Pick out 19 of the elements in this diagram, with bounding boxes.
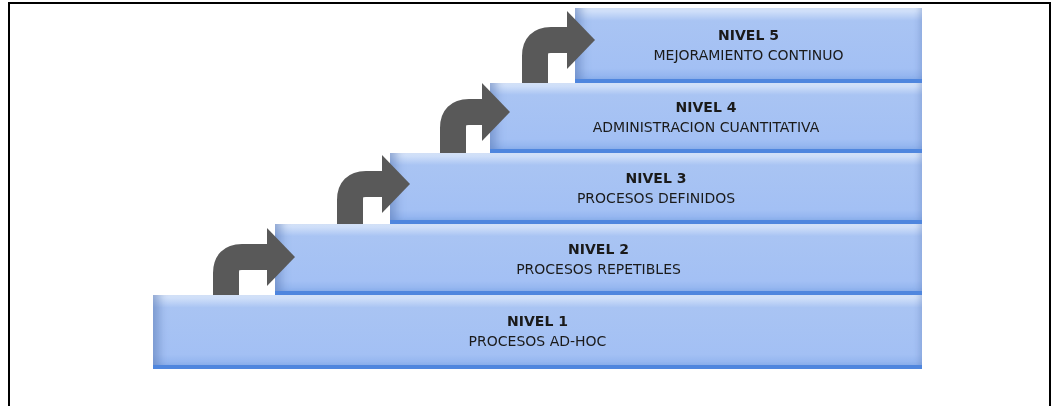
level-description: PROCESOS AD-HOC [468, 332, 607, 351]
bent-arrow [522, 11, 595, 83]
step-box [490, 83, 922, 153]
level-heading: NIVEL 4 [675, 98, 737, 117]
level-description: PROCESOS DEFINIDOS [576, 188, 736, 208]
bent-arrow [337, 155, 410, 224]
level-heading: NIVEL 1 [507, 312, 568, 331]
step-box [153, 295, 922, 369]
step-box [575, 8, 922, 83]
level-description: MEJORAMIENTO CONTINUO [653, 45, 844, 65]
level-description: PROCESOS REPETIBLES [516, 259, 681, 279]
bent-arrow [440, 83, 510, 153]
level-heading: NIVEL 2 [568, 239, 629, 259]
level-heading: NIVEL 5 [718, 25, 779, 45]
step-box [390, 153, 922, 224]
step-box [275, 224, 922, 295]
bent-arrow [213, 228, 295, 295]
level-description: ADMINISTRACION CUANTITATIVA [592, 118, 820, 137]
level-heading: NIVEL 3 [625, 168, 687, 188]
